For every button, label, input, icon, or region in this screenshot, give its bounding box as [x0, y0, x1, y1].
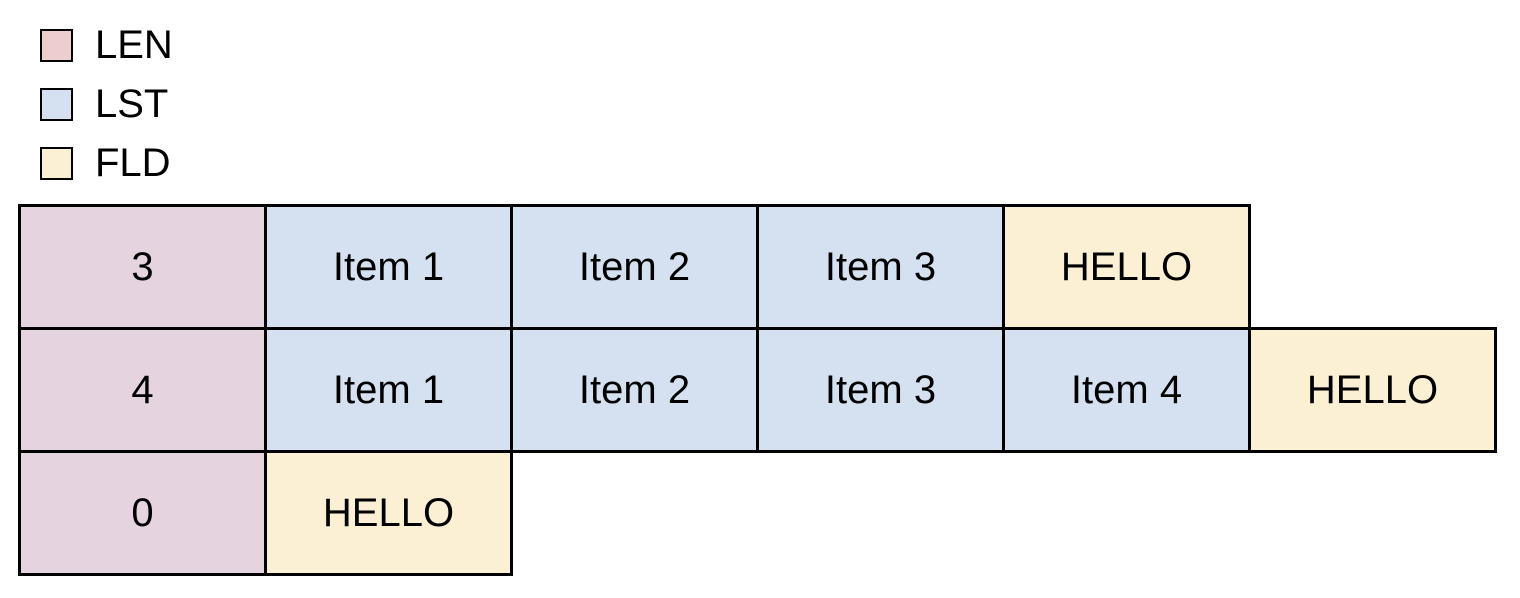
diagram-row-1: 3 Item 1 Item 2 Item 3 HELLO	[18, 204, 1251, 330]
diagram-row-3: 0 HELLO	[18, 450, 513, 576]
legend-item-fld: FLD	[40, 143, 173, 183]
field-cell: HELLO	[264, 450, 513, 576]
legend-item-lst: LST	[40, 84, 173, 124]
diagram-row-2: 4 Item 1 Item 2 Item 3 Item 4 HELLO	[18, 327, 1497, 453]
fld-color-swatch	[40, 146, 73, 180]
field-cell: HELLO	[1248, 327, 1497, 453]
len-cell: 0	[18, 450, 267, 576]
legend: LEN LST FLD	[40, 25, 173, 202]
legend-label-lst: LST	[95, 82, 169, 126]
list-item-cell: Item 3	[756, 327, 1005, 453]
list-item-cell: Item 3	[756, 204, 1005, 330]
legend-item-len: LEN	[40, 25, 173, 65]
legend-label-len: LEN	[95, 23, 173, 67]
field-cell: HELLO	[1002, 204, 1251, 330]
len-cell: 4	[18, 327, 267, 453]
list-item-cell: Item 2	[510, 204, 759, 330]
legend-label-fld: FLD	[95, 141, 171, 185]
len-cell: 3	[18, 204, 267, 330]
list-item-cell: Item 2	[510, 327, 759, 453]
list-item-cell: Item 1	[264, 204, 513, 330]
lst-color-swatch	[40, 87, 73, 121]
list-item-cell: Item 1	[264, 327, 513, 453]
len-color-swatch	[40, 28, 73, 62]
list-item-cell: Item 4	[1002, 327, 1251, 453]
structure-diagram: 3 Item 1 Item 2 Item 3 HELLO 4 Item 1 It…	[18, 204, 1497, 576]
